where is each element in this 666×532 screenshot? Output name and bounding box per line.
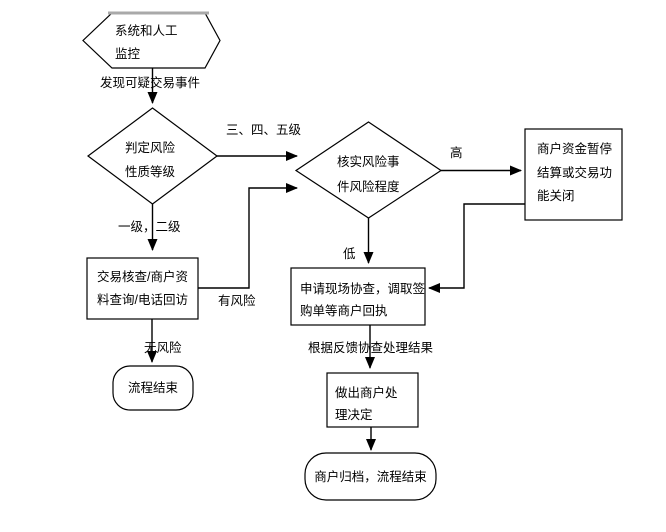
terminator-shape [112,365,194,411]
node-label: 件风险程度 [337,179,400,194]
node-label: 商户资金暂停 [537,141,612,156]
diamond-shape [86,107,219,205]
node-label: 流程结束 [128,380,179,395]
node-suspend-settlement: 商户资金暂停 结算或交易功 能关闭 [524,128,623,221]
rect-shape [326,372,419,428]
label-high: 高 [450,145,463,160]
node-label: 交易核查/商户资 [97,269,188,284]
node-merchant-decision: 做出商户处 理决定 [326,372,419,428]
label-has-risk: 有风险 [218,293,256,308]
node-label: 商户归档，流程结束 [314,469,427,484]
label-level-12: 一级，二级 [118,220,181,234]
rect-shape [524,128,623,221]
rect-shape [86,257,199,320]
label-feedback-result: 根据反馈协查处理结果 [308,340,434,355]
label-no-risk: 无风险 [144,340,182,355]
label-level-345: 三、四、五级 [226,123,302,137]
node-label: 料查询/电话回访 [97,293,188,307]
edge-check-to-verify-has-risk [198,183,298,289]
rect-shape [290,267,426,326]
node-archive-end: 商户归档，流程结束 [304,452,437,501]
node-verify-risk-degree: 核实风险事 件风险程度 [294,121,443,219]
node-label: 购单等商户回执 [300,303,388,318]
terminator-shape [304,452,437,501]
node-process-end: 流程结束 [112,365,194,411]
node-transaction-check: 交易核查/商户资 料查询/电话回访 [86,257,199,320]
node-label: 结算或交易功 [537,165,612,180]
node-label: 理决定 [335,407,373,422]
node-label: 做出商户处 [335,385,398,400]
node-system-monitor: 系统和人工 监控 [82,11,221,69]
label-suspect-event: 发现可疑交易事件 [100,75,200,90]
label-low: 低 [343,247,356,261]
node-label: 系统和人工 [115,24,178,38]
node-onsite-investigation: 申请现场协查，调取签 购单等商户回执 [290,267,426,326]
node-label: 判定风险 [125,140,176,155]
node-label: 性质等级 [125,164,176,179]
hexagon-shape [82,12,221,69]
edge-suspend-to-onsite [428,203,525,293]
node-label: 核实风险事 [337,154,400,169]
node-label: 申请现场协查，调取签 [300,281,426,296]
node-label: 能关闭 [537,189,575,203]
node-label: 监控 [115,47,141,61]
node-judge-risk-level: 判定风险 性质等级 [86,107,219,205]
diamond-shape [294,121,443,219]
